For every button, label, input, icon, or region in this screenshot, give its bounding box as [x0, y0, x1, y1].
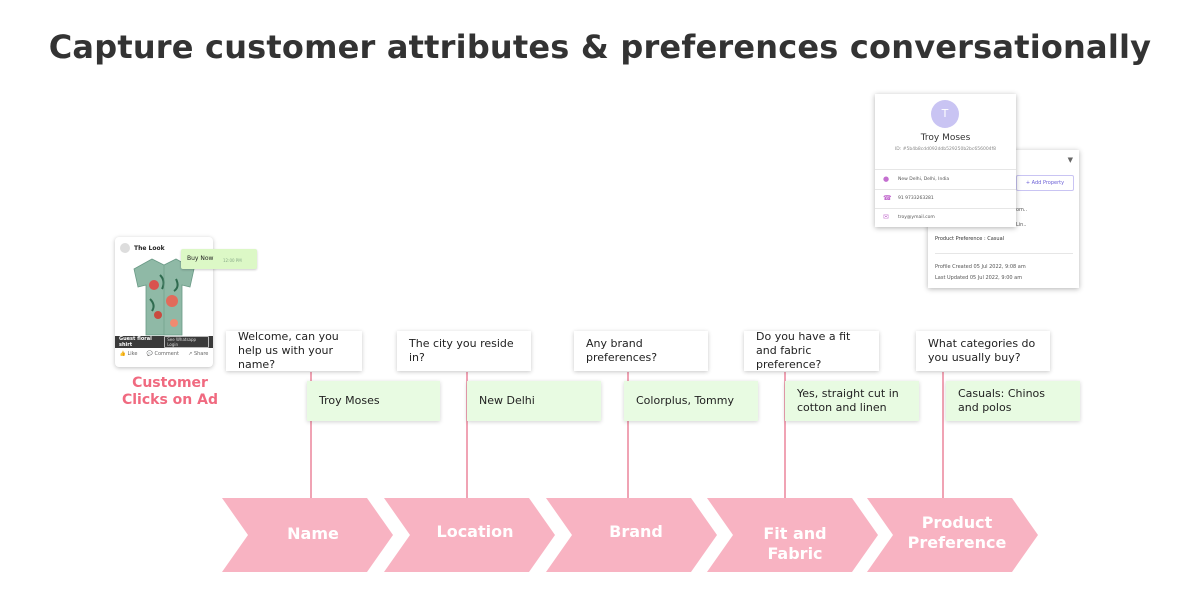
like-button[interactable]: 👍 Like — [119, 351, 138, 357]
chevron-location — [384, 498, 555, 572]
step-label-preference: Product Preference — [907, 513, 1007, 552]
comment-button[interactable]: 💬 Comment — [146, 351, 179, 357]
connector-line-preference — [942, 372, 944, 498]
step-label-name: Name — [287, 524, 339, 543]
add-property-button[interactable]: + Add Property — [1016, 175, 1074, 191]
product-preference-property: Product Preference : Casual — [935, 236, 1005, 242]
divider — [875, 169, 1016, 170]
connector-line-fit — [784, 372, 786, 498]
location-pin-icon: ● — [883, 175, 890, 183]
connector-line-location — [466, 372, 468, 498]
answer-location: New Delhi — [467, 381, 601, 421]
ad-actions: 👍 Like 💬 Comment ↗ Share — [115, 351, 213, 357]
profile-phone-row: ☎ 91 9733263281 — [883, 194, 934, 202]
profile-created: Profile Created 05 Jul 2022, 9:08 am — [935, 264, 1026, 270]
answer-preference: Casuals: Chinos and polos — [946, 381, 1080, 421]
answer-brand: Colorplus, Tommy — [624, 381, 758, 421]
phone-icon: ☎ — [883, 194, 892, 202]
question-name: Welcome, can you help us with your name? — [226, 330, 362, 371]
ad-product-name: Guest floral shirt — [119, 336, 152, 348]
step-label-brand: Brand — [609, 522, 663, 541]
chevron-preference — [867, 498, 1038, 572]
property-snippet-1: om.. — [1016, 207, 1028, 213]
customer-caption: Customer Clicks on Ad — [121, 375, 218, 408]
avatar: T — [931, 100, 959, 128]
chevron-fit — [707, 498, 878, 572]
profile-location-row: ● New Delhi, Delhi, India — [883, 175, 949, 183]
step-label-fit: Fit and Fabric — [763, 524, 827, 563]
ad-header: The Look — [120, 243, 165, 253]
question-location: The city you reside in? — [397, 331, 531, 371]
profile-location: New Delhi, Delhi, India — [898, 176, 950, 182]
ad-whatsapp-button[interactable]: See Whatsapp Login — [164, 336, 209, 348]
property-snippet-2: Lin.. — [1016, 222, 1027, 228]
divider — [935, 253, 1073, 254]
connector-line-name — [310, 372, 312, 498]
divider — [875, 208, 1016, 209]
divider — [875, 189, 1016, 190]
profile-updated: Last Updated 05 Jul 2022, 9:00 am — [935, 275, 1023, 281]
page-title: Capture customer attributes & preference… — [48, 28, 1152, 66]
step-label-location: Location — [436, 522, 514, 541]
profile-card: T Troy Moses ID: #5b4b8cdd092ddb529250b2… — [875, 94, 1016, 227]
ad-cta-bar: Guest floral shirt See Whatsapp Login — [115, 336, 213, 348]
question-preference: What categories do you usually buy? — [916, 331, 1050, 371]
brand-avatar — [120, 243, 130, 253]
ad-brand-name: The Look — [134, 244, 165, 252]
connector-line-brand — [627, 372, 629, 498]
shirt-image — [133, 258, 195, 336]
question-fit: Do you have a fit and fabric preference? — [744, 330, 879, 371]
question-brand: Any brand preferences? — [574, 331, 708, 371]
answer-name: Troy Moses — [307, 381, 440, 421]
buy-now-time: 12:00 PM — [223, 258, 242, 263]
profile-email-row: ✉ troy@ymail.com — [883, 213, 935, 221]
chevron-brand — [546, 498, 717, 572]
chevron-down-icon[interactable]: ▼ — [1067, 156, 1073, 164]
profile-phone: 91 9733263281 — [898, 195, 934, 201]
answer-fit: Yes, straight cut in cotton and linen — [785, 381, 919, 421]
chevron-name — [222, 498, 393, 572]
share-button[interactable]: ↗ Share — [188, 351, 209, 357]
mail-icon: ✉ — [883, 213, 889, 221]
buy-now-text: Buy Now — [187, 255, 214, 262]
profile-name: Troy Moses — [920, 133, 971, 143]
buy-now-message: Buy Now 12:00 PM — [181, 249, 257, 269]
profile-id: ID: #5b4b8cdd092ddb529250b2bc656004f8 — [894, 147, 996, 152]
profile-email: troy@ymail.com — [898, 214, 935, 220]
